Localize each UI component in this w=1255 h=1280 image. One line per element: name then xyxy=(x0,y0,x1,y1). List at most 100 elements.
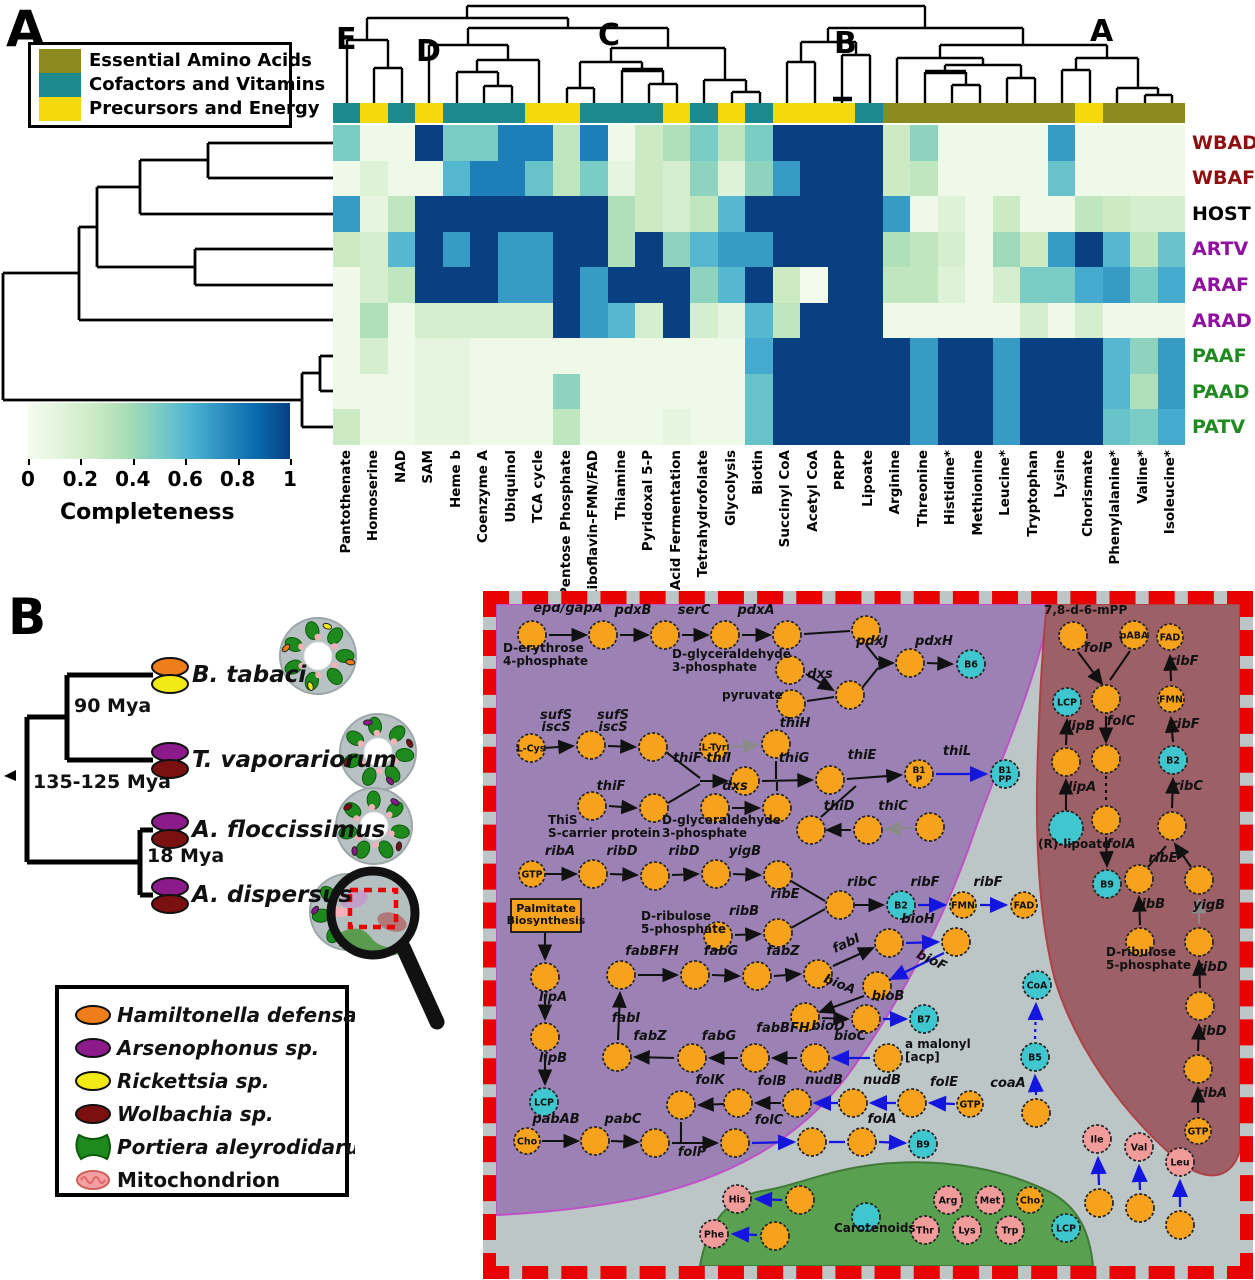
metabolite-node xyxy=(530,962,560,992)
heatmap-cell xyxy=(360,267,389,304)
heatmap-cell xyxy=(662,302,691,339)
gene-label: folP xyxy=(1084,641,1113,656)
colorbar-tick: 0 xyxy=(21,467,35,491)
heatmap-cell xyxy=(497,302,526,339)
colorbar-tickmark xyxy=(28,459,30,465)
row-label-HOST: HOST xyxy=(1192,202,1251,225)
pathway-edge xyxy=(696,1097,725,1112)
gene-label: folK xyxy=(695,1073,725,1088)
metabolite-node xyxy=(720,1128,750,1158)
gene-label: nudB xyxy=(863,1073,901,1088)
column-label: Biotin xyxy=(750,450,766,495)
cluster-letter-B: B xyxy=(834,26,857,61)
pathway-edge xyxy=(711,968,742,983)
heatmap-cell xyxy=(937,267,966,304)
node-trp xyxy=(995,1215,1025,1245)
metabolite-node xyxy=(701,859,731,889)
heatmap-cell xyxy=(1157,160,1186,197)
pathway-edge xyxy=(820,785,857,818)
symbiont-oval xyxy=(151,742,189,762)
heatmap-cell xyxy=(882,125,911,162)
heatmap-cell xyxy=(580,409,609,446)
metabolite-node xyxy=(763,860,793,890)
node-lys xyxy=(952,1215,982,1245)
heatmap-cell xyxy=(1047,302,1076,339)
gene-label: bioC xyxy=(834,1029,867,1044)
node-val xyxy=(1124,1132,1154,1162)
gene-label: folB xyxy=(758,1074,787,1089)
legend-label: Rickettsia sp. xyxy=(117,1069,269,1093)
gene-label: ribF xyxy=(973,875,1002,890)
node-label: FAD xyxy=(1160,633,1181,644)
heatmap-cell xyxy=(470,373,499,410)
heatmap-cell xyxy=(882,231,911,268)
heatmap-cell xyxy=(607,302,636,339)
colorbar-tick: 0.8 xyxy=(219,467,256,491)
gene-label: ribE xyxy=(1148,851,1177,866)
legend-label: Hamiltonella defensa xyxy=(117,1003,355,1027)
heatmap-cell xyxy=(333,160,361,197)
heatmap-cell xyxy=(910,231,939,268)
node-leu xyxy=(1165,1147,1195,1177)
node-b9 xyxy=(908,1129,938,1159)
node-b5 xyxy=(1020,1042,1050,1072)
heatmap-cell xyxy=(882,196,911,233)
metabolite-node xyxy=(797,1127,827,1157)
heatmap-cell xyxy=(745,267,774,304)
heatmap-cell xyxy=(690,196,719,233)
pathway-edge xyxy=(861,667,879,689)
panel-b-label: B xyxy=(8,588,47,646)
gene-label: fabZ xyxy=(766,944,800,959)
heatmap-cell xyxy=(360,409,389,446)
heatmap-cell xyxy=(387,409,416,446)
heatmap-cell xyxy=(360,196,389,233)
metabolite-node xyxy=(700,793,730,823)
heatmap-cell xyxy=(1102,125,1131,162)
pathway-edge xyxy=(865,644,879,661)
heatmap-cell xyxy=(937,373,966,410)
node-label: Cho xyxy=(1020,1196,1041,1207)
heatmap-cell xyxy=(525,302,554,339)
heatmap-cell xyxy=(1075,231,1104,268)
cluster-letter-D: D xyxy=(416,34,441,69)
gene-label: nudB xyxy=(805,1073,843,1088)
pathway-edge xyxy=(1027,1001,1044,1040)
heatmap-cell xyxy=(717,409,746,446)
gene-label: thiC xyxy=(878,799,908,814)
heatmap-cell xyxy=(937,231,966,268)
heatmap-cell xyxy=(1020,302,1049,339)
pathway-edge xyxy=(1090,1155,1107,1186)
heatmap-cell xyxy=(1020,160,1049,197)
heatmap-cell xyxy=(580,373,609,410)
heatmap-cell xyxy=(387,302,416,339)
heatmap-cell xyxy=(470,302,499,339)
row-label-WBAF: WBAF xyxy=(1192,167,1255,190)
heatmap-cell xyxy=(745,231,774,268)
category-cell xyxy=(442,103,471,123)
node-l-tyr xyxy=(699,732,729,762)
heatmap-cell xyxy=(717,338,746,375)
metabolite-node xyxy=(639,793,669,823)
heatmap-cell xyxy=(855,160,884,197)
gene-label: fabBFH xyxy=(756,1021,810,1036)
rickettsia-oval-icon xyxy=(75,1071,111,1091)
column-label: Glycolysis xyxy=(722,450,739,526)
gene-label: sufS xyxy=(540,708,572,723)
gene-label: thiH xyxy=(780,716,811,731)
heatmap-cell xyxy=(772,160,801,197)
node-cho xyxy=(1016,1186,1044,1214)
metabolite-node xyxy=(680,960,710,990)
metabolite-node xyxy=(1185,991,1215,1021)
metabolite-node xyxy=(576,730,606,760)
heatmap-cell xyxy=(937,302,966,339)
heatmap-cell xyxy=(1020,338,1049,375)
heatmap-cell xyxy=(552,267,581,304)
gene-label: fabG xyxy=(702,1029,737,1044)
heatmap-cell xyxy=(937,338,966,375)
heatmap-cell xyxy=(580,338,609,375)
heatmap-cell xyxy=(415,338,444,375)
pathway-edge xyxy=(806,695,835,703)
heatmap-cell xyxy=(525,231,554,268)
heatmap-cell xyxy=(717,160,746,197)
